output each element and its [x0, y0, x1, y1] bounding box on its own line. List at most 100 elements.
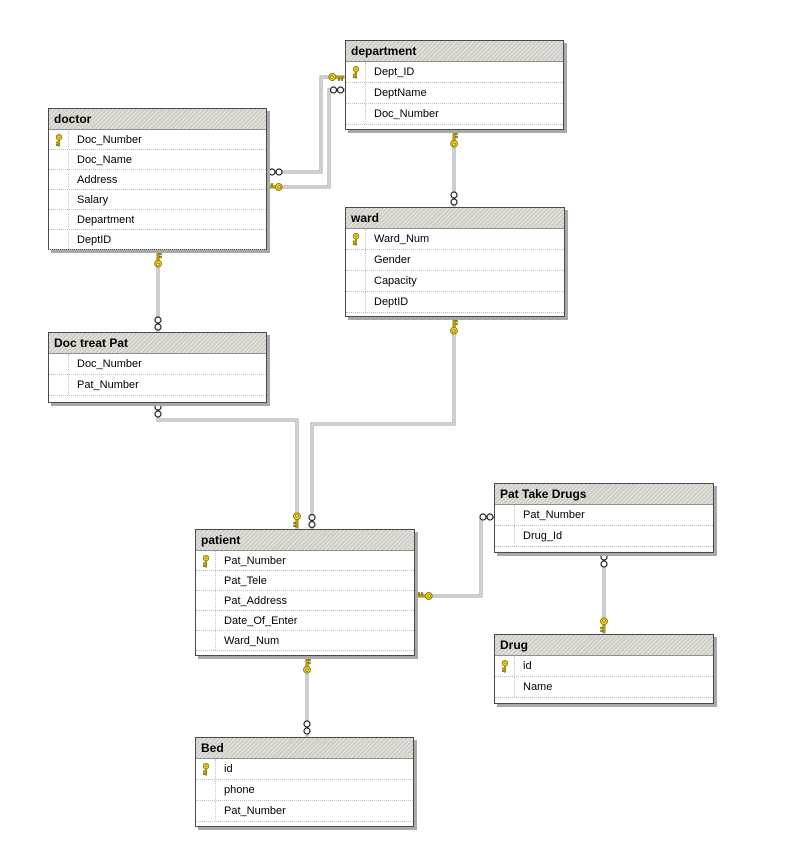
- table-title[interactable]: department: [346, 41, 563, 62]
- key-icon: [417, 592, 433, 600]
- table-row[interactable]: Doc_Number: [346, 104, 563, 125]
- relationship-department-ward[interactable]: [450, 130, 458, 207]
- key-cell: [495, 526, 515, 546]
- many-icon: [154, 403, 162, 418]
- table-row[interactable]: Doc_Number: [49, 354, 266, 375]
- table-row[interactable]: Doc_Number: [49, 130, 266, 150]
- field-name: Pat_Address: [224, 594, 287, 607]
- field-name: Capacity: [374, 275, 417, 287]
- table-title[interactable]: Pat Take Drugs: [495, 484, 713, 505]
- table-row[interactable]: Capacity: [346, 271, 564, 292]
- table-row[interactable]: Pat_Number: [495, 505, 713, 526]
- field-name: Department: [77, 213, 135, 226]
- many-icon: [600, 553, 608, 568]
- field-name: Salary: [77, 193, 109, 206]
- field-name: Address: [77, 173, 118, 186]
- field-name: DeptID: [374, 296, 409, 308]
- key-icon: [450, 132, 458, 148]
- table-row[interactable]: Ward_Num: [196, 631, 414, 651]
- key-cell: [49, 190, 69, 209]
- table-row[interactable]: Drug_Id: [495, 526, 713, 547]
- field-name: Pat_Number: [523, 509, 585, 521]
- table-row[interactable]: id: [196, 759, 413, 780]
- table-title[interactable]: ward: [346, 208, 564, 229]
- table-row[interactable]: Doc_Name: [49, 150, 266, 170]
- primary-key-icon: [196, 551, 216, 570]
- table-row[interactable]: Salary: [49, 190, 266, 210]
- field-name: Doc_Name: [77, 153, 133, 166]
- field-name: Pat_Number: [224, 554, 286, 567]
- field-name: Pat_Number: [224, 805, 286, 817]
- many-icon: [303, 720, 311, 735]
- key-cell: [346, 83, 366, 103]
- field-name: DeptID: [77, 233, 112, 246]
- table-row[interactable]: Address: [49, 170, 266, 190]
- table-row[interactable]: id: [495, 656, 713, 677]
- many-icon: [329, 86, 345, 94]
- table-row[interactable]: Pat_Address: [196, 591, 414, 611]
- table-row[interactable]: Pat_Number: [196, 551, 414, 571]
- table-title[interactable]: Doc treat Pat: [49, 333, 266, 354]
- field-name: Gender: [374, 254, 411, 266]
- table-row[interactable]: Date_Of_Enter: [196, 611, 414, 631]
- table-row[interactable]: phone: [196, 780, 413, 801]
- field-name: phone: [224, 784, 255, 796]
- table-row[interactable]: Dept_ID: [346, 62, 563, 83]
- relationship-doctor-doc-treat-pat[interactable]: [154, 250, 162, 332]
- key-icon: [293, 512, 301, 528]
- table-row[interactable]: Pat_Number: [49, 375, 266, 396]
- field-name: Drug_Id: [523, 530, 563, 542]
- relationship-patient-pat-take-drugs[interactable]: [416, 513, 494, 600]
- table-row[interactable]: Department: [49, 210, 266, 230]
- key-icon: [450, 319, 458, 335]
- primary-key-icon: [346, 229, 366, 249]
- table-row[interactable]: Ward_Num: [346, 229, 564, 250]
- table-row[interactable]: Pat_Number: [196, 801, 413, 822]
- key-cell: [49, 354, 69, 374]
- table-title[interactable]: doctor: [49, 109, 266, 130]
- table-row[interactable]: DeptName: [346, 83, 563, 104]
- table-title[interactable]: Drug: [495, 635, 713, 656]
- table-row[interactable]: Name: [495, 677, 713, 698]
- key-icon: [303, 658, 311, 674]
- key-cell: [346, 292, 366, 312]
- field-name: Date_Of_Enter: [224, 614, 298, 627]
- table-row[interactable]: DeptID: [49, 230, 266, 250]
- table-row[interactable]: DeptID: [346, 292, 564, 313]
- key-cell: [346, 104, 366, 124]
- key-cell: [196, 571, 216, 590]
- relationship-department-doctor[interactable]: [268, 73, 345, 176]
- key-cell: [196, 611, 216, 630]
- field-name: Name: [523, 681, 553, 693]
- field-name: DeptName: [374, 87, 427, 99]
- key-cell: [49, 230, 69, 249]
- key-icon: [267, 183, 283, 191]
- table-row[interactable]: Pat_Tele: [196, 571, 414, 591]
- key-icon: [154, 252, 162, 268]
- relationship-patient-doc-treat-pat[interactable]: [154, 403, 301, 529]
- table-row[interactable]: Gender: [346, 250, 564, 271]
- relationship-doctor-department[interactable]: [267, 86, 345, 191]
- key-cell: [196, 591, 216, 610]
- field-name: Pat_Number: [77, 379, 139, 391]
- relationship-ward-patient[interactable]: [308, 317, 458, 529]
- key-cell: [346, 271, 366, 291]
- table-title[interactable]: patient: [196, 530, 414, 551]
- relationship-drug-pat-take-drugs[interactable]: [600, 553, 608, 634]
- relationship-patient-bed[interactable]: [303, 656, 311, 737]
- table-title[interactable]: Bed: [196, 738, 413, 759]
